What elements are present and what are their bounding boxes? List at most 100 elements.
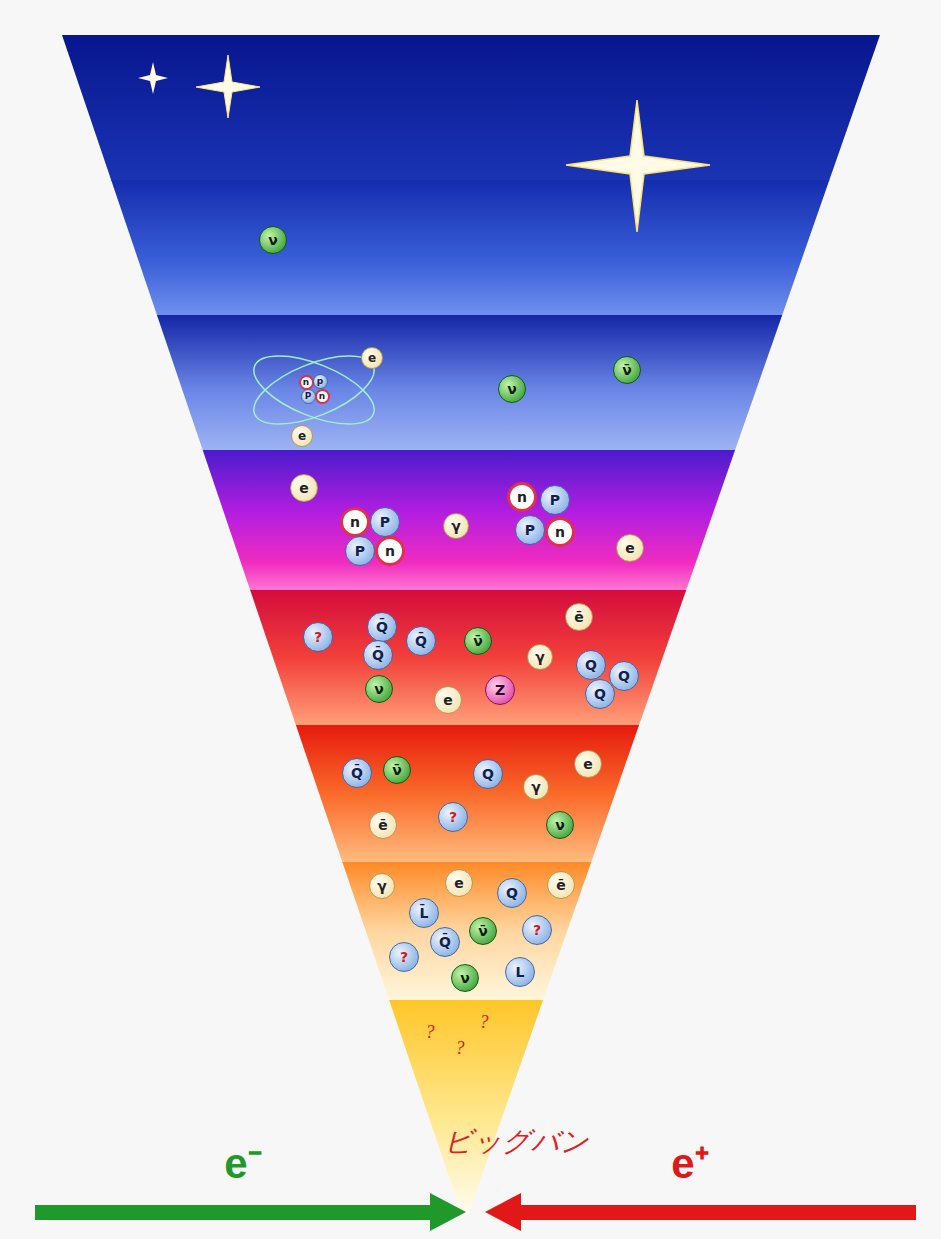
particle-symbol: Q̄: [372, 648, 384, 662]
particle-symbol: Q̄: [351, 766, 363, 780]
particle-circle: Q̄: [342, 758, 372, 788]
particle-symbol: ν: [460, 971, 470, 985]
particle-symbol: Q: [482, 767, 494, 781]
particle-circle: ν: [546, 811, 574, 839]
particle-symbol: P: [525, 523, 535, 537]
particle-symbol: Q: [594, 687, 606, 701]
particle-circle: ?: [389, 942, 419, 972]
particle-symbol: Q̄: [376, 620, 388, 634]
particle-symbol: L: [516, 965, 525, 979]
era-band: [0, 862, 941, 1001]
particle-symbol: n: [555, 525, 565, 539]
particle-circle: Q̄: [430, 927, 460, 957]
particle-symbol: P: [380, 515, 390, 529]
particle-circle: ν: [259, 226, 287, 254]
particle-symbol: ν: [268, 233, 278, 247]
particle-circle: ē: [369, 811, 397, 839]
particle-circle: ν: [451, 964, 479, 992]
particle-circle: P: [370, 507, 400, 537]
particle-symbol: ?: [449, 810, 457, 824]
particle-circle: Q̄: [367, 612, 397, 642]
particle-circle: P: [515, 515, 545, 545]
particle-symbol: Q: [585, 658, 597, 672]
electron-orbit: [245, 342, 383, 438]
particle-symbol: ν: [507, 382, 517, 396]
particle-symbol: e: [298, 430, 306, 442]
electron-arrow-head: [430, 1193, 466, 1231]
particle-circle: γ: [523, 774, 549, 800]
particle-symbol: ν̄: [392, 763, 402, 777]
particle-circle: e: [574, 750, 602, 778]
universe-funnel: [0, 35, 941, 1220]
particle-symbol: Q: [618, 669, 630, 683]
particle-circle: n: [340, 507, 370, 537]
particle-symbol: ν: [374, 682, 384, 696]
particle-symbol: ?: [400, 950, 408, 964]
particle-circle: ν: [365, 675, 393, 703]
particle-circle: ν̄: [383, 756, 411, 784]
particle-circle: ?: [438, 802, 468, 832]
particle-symbol: n: [385, 544, 395, 558]
electron-label: e⁻: [224, 1143, 261, 1185]
particle-circle: L: [505, 957, 535, 987]
particle-circle: Q: [497, 878, 527, 908]
question-mark: ?: [480, 1013, 489, 1031]
particle-symbol: ν̄: [473, 634, 483, 648]
era-band: [0, 725, 941, 863]
electron-arrow: [35, 1205, 433, 1220]
particle-symbol: n: [319, 392, 325, 401]
big-bang-label: ビッグバン: [444, 1128, 589, 1156]
particle-symbol: γ: [377, 879, 387, 893]
particle-symbol: P: [550, 493, 560, 507]
particle-circle: ν̄: [613, 356, 641, 384]
particle-circle: ν̄: [464, 627, 492, 655]
particle-symbol: n: [517, 490, 527, 504]
particle-symbol: e: [299, 481, 309, 495]
particle-circle: P: [345, 536, 375, 566]
particle-symbol: ?: [314, 630, 322, 644]
particle-symbol: ē: [378, 818, 388, 832]
era-band: [0, 1000, 941, 1220]
particle-symbol: γ: [451, 519, 461, 533]
particle-circle: e: [291, 425, 313, 447]
particle-symbol: n: [350, 515, 360, 529]
particle-circle: Z: [485, 675, 515, 705]
particle-circle: Q̄: [363, 640, 393, 670]
era-band: [0, 180, 941, 316]
particle-circle: n: [545, 517, 575, 547]
particle-symbol: ν: [555, 818, 565, 832]
particle-circle: n: [507, 482, 537, 512]
particle-circle: e: [445, 869, 473, 897]
era-band: [0, 590, 941, 726]
particle-circle: ν: [498, 375, 526, 403]
particle-symbol: Q̄: [415, 634, 427, 648]
particle-circle: γ: [527, 644, 553, 670]
particle-symbol: e: [368, 352, 376, 364]
particle-circle: e: [616, 534, 644, 562]
particle-symbol: n: [303, 378, 309, 387]
particle-circle: ē: [565, 603, 593, 631]
particle-circle: n: [299, 375, 314, 390]
particle-circle: e: [290, 474, 318, 502]
question-mark: ?: [426, 1023, 435, 1041]
particle-circle: ē: [547, 871, 575, 899]
era-band: [0, 35, 941, 181]
particle-symbol: ē: [556, 878, 566, 892]
era-band: [0, 315, 941, 451]
particle-symbol: Q: [506, 886, 518, 900]
particle-circle: γ: [443, 513, 469, 539]
particle-symbol: γ: [531, 780, 541, 794]
particle-circle: Q: [473, 759, 503, 789]
particle-symbol: ν̄: [478, 924, 488, 938]
particle-circle: Q: [585, 679, 615, 709]
particle-symbol: γ: [535, 650, 545, 664]
star: [138, 62, 168, 94]
particle-symbol: e: [443, 693, 453, 707]
positron-arrow: [518, 1205, 916, 1220]
particle-circle: Q: [576, 650, 606, 680]
particle-symbol: e: [583, 757, 593, 771]
particle-symbol: P: [305, 392, 312, 401]
particle-symbol: e: [454, 876, 464, 890]
